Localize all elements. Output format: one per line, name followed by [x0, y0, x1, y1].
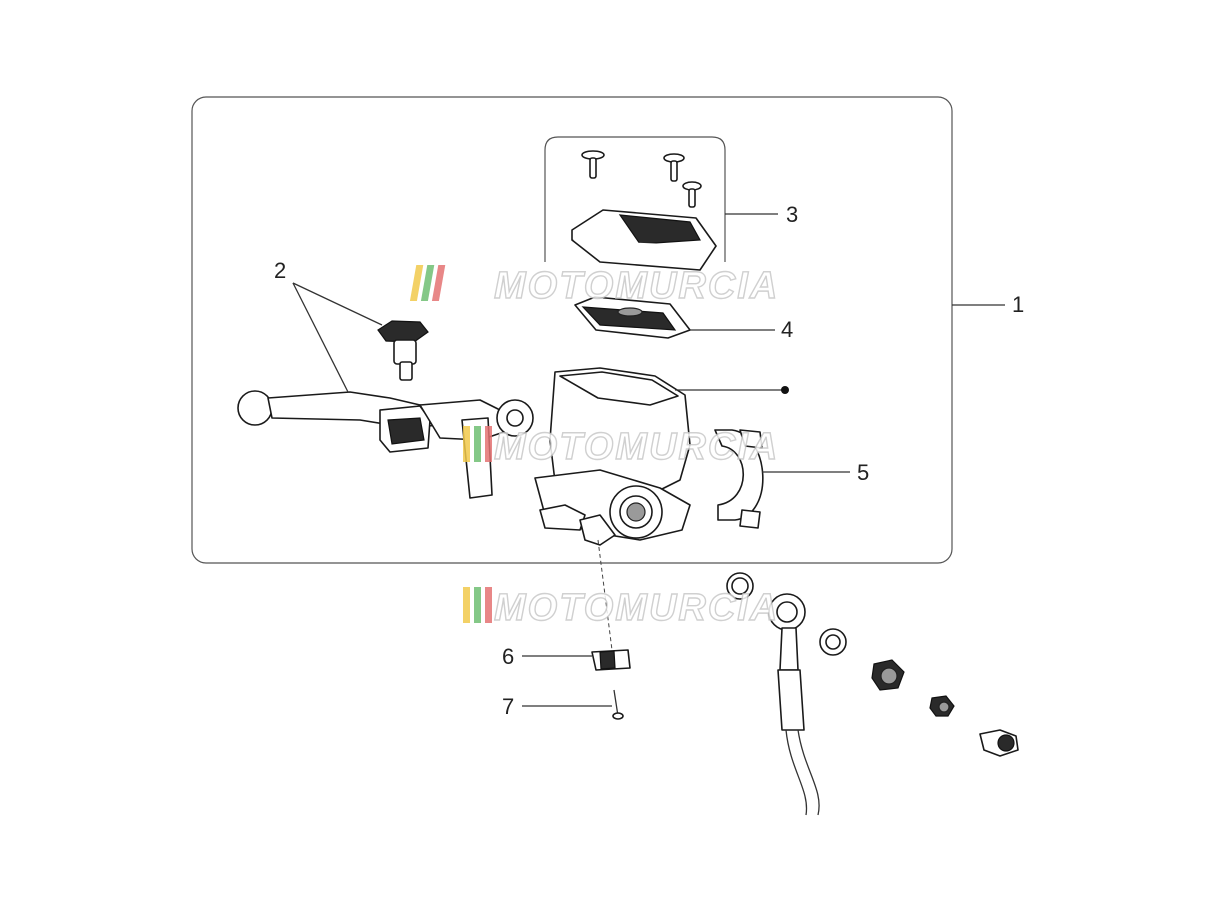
- watermark-stripe: [474, 587, 481, 623]
- brake-lever: [237, 390, 534, 499]
- watermark-text: MOTOMURCIA: [494, 426, 779, 468]
- callout-5: 5: [857, 460, 869, 485]
- watermark-text: MOTOMURCIA: [494, 587, 779, 629]
- master-cylinder-body: [534, 367, 691, 546]
- watermark-middle: MOTOMURCIA: [463, 425, 779, 469]
- watermark-stripe: [463, 587, 470, 623]
- callout-3: 3: [786, 202, 798, 227]
- callout-2: 2: [274, 258, 286, 283]
- leader-line-2b: [292, 282, 349, 393]
- handlebar-clamp: [714, 429, 764, 529]
- leader-line-2a: [292, 282, 383, 326]
- watermark-stripe: [431, 265, 446, 301]
- brake-hose: [726, 572, 847, 816]
- watermark-stripe: [474, 426, 481, 462]
- watermark-top: MOTOMURCIA: [409, 264, 779, 308]
- watermark-stripe: [409, 265, 424, 301]
- cover-group-frame: [544, 136, 726, 262]
- callout-1: 1: [1012, 292, 1024, 317]
- brake-light-switch: [591, 649, 631, 671]
- callout-4: 4: [781, 317, 793, 342]
- callout-6: 6: [502, 644, 514, 669]
- watermark-text: MOTOMURCIA: [494, 265, 779, 307]
- reference-dot: [781, 386, 789, 394]
- reservoir-cover: [571, 209, 717, 271]
- watermark-stripe: [485, 426, 492, 462]
- bleed-fittings: [871, 659, 1019, 757]
- watermark-stripe: [420, 265, 435, 301]
- switch-pin: [612, 689, 624, 720]
- assembly-frame: [191, 96, 953, 564]
- watermark-stripe: [463, 426, 470, 462]
- lever-adjuster-knob: [377, 320, 429, 381]
- watermark-bottom: MOTOMURCIA: [463, 586, 779, 630]
- watermark-stripe: [485, 587, 492, 623]
- cover-screws: [581, 150, 702, 208]
- assembly-axis: [597, 539, 613, 651]
- callout-7: 7: [502, 694, 514, 719]
